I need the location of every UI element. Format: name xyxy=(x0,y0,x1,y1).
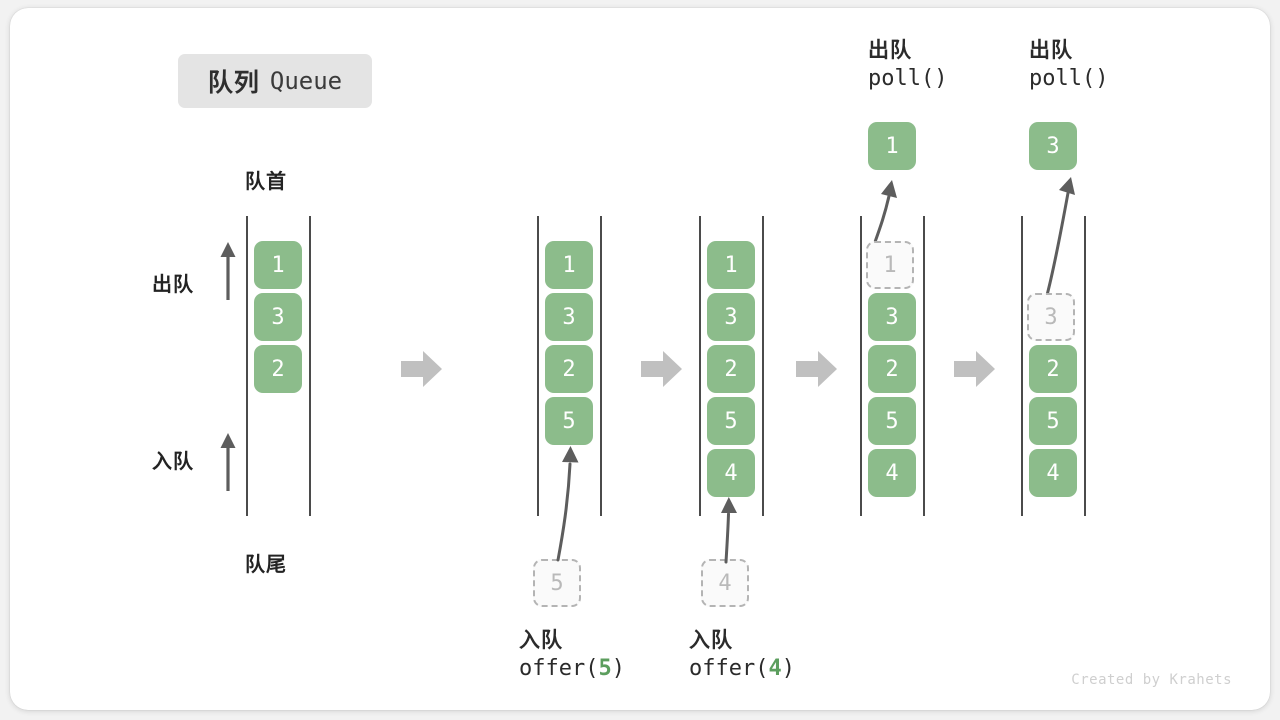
cell: 3 xyxy=(868,293,916,341)
caption-poll-1: 出队 poll() xyxy=(868,38,947,94)
queue-rail-left-step2 xyxy=(537,216,539,516)
cell: 5 xyxy=(707,397,755,445)
caption-cn: 出队 xyxy=(868,39,912,62)
cell: 1 xyxy=(866,241,914,289)
cell: 5 xyxy=(1029,397,1077,445)
cell: 1 xyxy=(707,241,755,289)
caption-fn-close: ) xyxy=(781,656,795,682)
queue-rail-left-step5 xyxy=(1021,216,1023,516)
caption-fn: offer( xyxy=(519,656,599,682)
dequeue-motion-arrow-icon xyxy=(1020,173,1090,305)
cell: 3 xyxy=(254,293,302,341)
caption-cn: 入队 xyxy=(519,629,563,652)
caption-code: offer(5) xyxy=(519,654,625,684)
cell: 5 xyxy=(868,397,916,445)
caption-offer-5: 入队 offer(5) xyxy=(519,628,625,684)
front-label: 队首 xyxy=(245,171,287,193)
cell: 2 xyxy=(707,345,755,393)
queue-rail-right-step3 xyxy=(762,216,764,516)
queue-rail-right-step2 xyxy=(600,216,602,516)
cell: 5 xyxy=(545,397,593,445)
title-en: Queue xyxy=(269,67,343,95)
queue-rail-left-step1 xyxy=(246,216,248,516)
popped-cell: 1 xyxy=(868,122,916,170)
step-arrow-icon xyxy=(796,349,838,389)
cell: 2 xyxy=(545,345,593,393)
cell: 3 xyxy=(707,293,755,341)
cell: 2 xyxy=(254,345,302,393)
enqueue-arrow-icon xyxy=(215,431,241,493)
rear-label: 队尾 xyxy=(245,554,287,576)
caption-offer-4: 入队 offer(4) xyxy=(689,628,795,684)
dequeue-arrow-icon xyxy=(215,240,241,302)
cell: 4 xyxy=(707,449,755,497)
enqueue-motion-arrow-icon xyxy=(530,438,600,568)
queue-rail-right-step1 xyxy=(309,216,311,516)
queue-rail-left-step3 xyxy=(699,216,701,516)
title-badge: 队列 Queue xyxy=(178,54,372,108)
step-arrow-icon xyxy=(954,349,996,389)
enqueue-motion-arrow-icon xyxy=(702,490,762,568)
diagram-card: 队列 Queue 队首 队尾 出队 入队 1 3 2 xyxy=(10,8,1270,710)
dequeue-label: 出队 xyxy=(152,274,194,296)
cell: 2 xyxy=(1029,345,1077,393)
cell: 1 xyxy=(545,241,593,289)
watermark: Created by Krahets xyxy=(1071,672,1232,688)
step-arrow-icon xyxy=(401,349,443,389)
caption-fn: offer( xyxy=(689,656,769,682)
caption-arg: 4 xyxy=(768,656,782,682)
caption-cn: 入队 xyxy=(689,629,733,652)
caption-cn: 出队 xyxy=(1029,39,1073,62)
cell: 3 xyxy=(545,293,593,341)
dequeue-motion-arrow-icon xyxy=(855,176,919,248)
step-arrow-icon xyxy=(641,349,683,389)
cell: 4 xyxy=(1029,449,1077,497)
caption-fn-close: ) xyxy=(611,656,625,682)
caption-poll-3: 出队 poll() xyxy=(1029,38,1108,94)
cell: 1 xyxy=(254,241,302,289)
caption-code: offer(4) xyxy=(689,654,795,684)
title-cn: 队列 xyxy=(207,69,260,97)
caption-arg: 5 xyxy=(598,656,612,682)
cell: 4 xyxy=(868,449,916,497)
queue-rail-right-step4 xyxy=(923,216,925,516)
cell: 2 xyxy=(868,345,916,393)
enqueue-label: 入队 xyxy=(152,451,194,473)
incoming-cell: 4 xyxy=(701,559,749,607)
cell: 3 xyxy=(1027,293,1075,341)
caption-fn: poll() xyxy=(868,66,948,92)
queue-rail-right-step5 xyxy=(1084,216,1086,516)
popped-cell: 3 xyxy=(1029,122,1077,170)
caption-fn: poll() xyxy=(1029,66,1109,92)
queue-rail-left-step4 xyxy=(860,216,862,516)
